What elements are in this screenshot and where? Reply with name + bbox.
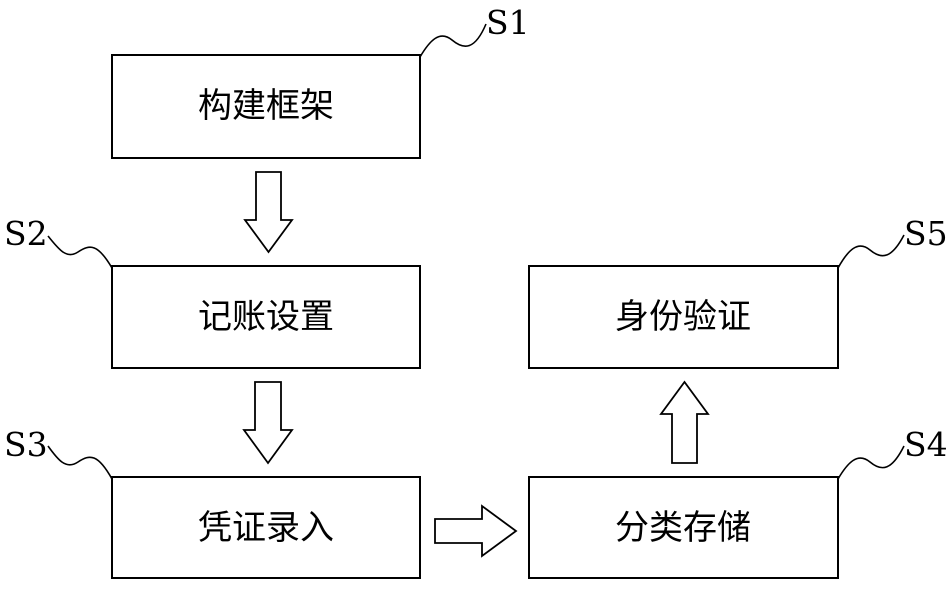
arrow-s2-to-s3	[244, 382, 292, 463]
step-s2-label: 记账设置	[198, 297, 334, 337]
step-s4-label: 分类存储	[615, 508, 751, 548]
arrow-s1-to-s2	[245, 172, 292, 252]
step-s4-tag: S4	[904, 425, 948, 464]
step-s1-label: 构建框架	[198, 86, 334, 126]
step-s5: 身份验证 S5	[529, 214, 948, 368]
step-s2: 记账设置 S2	[4, 214, 420, 368]
step-s5-tag: S5	[904, 214, 948, 253]
step-s3-label: 凭证录入	[198, 508, 334, 548]
step-s3-tag: S3	[4, 425, 48, 464]
step-s1: 构建框架 S1	[112, 3, 530, 158]
arrow-s4-to-s5	[661, 382, 708, 463]
step-s1-tag: S1	[486, 3, 530, 42]
step-s4: 分类存储 S4	[529, 425, 948, 578]
arrow-s3-to-s4	[435, 506, 516, 556]
step-s4-leader	[838, 446, 904, 479]
step-s2-leader	[48, 236, 112, 268]
step-s1-leader	[420, 24, 486, 57]
step-s5-leader	[838, 235, 904, 268]
step-s3-leader	[48, 446, 112, 479]
step-s3: 凭证录入 S3	[4, 425, 420, 578]
step-s2-tag: S2	[4, 214, 48, 253]
step-s5-label: 身份验证	[615, 297, 751, 337]
